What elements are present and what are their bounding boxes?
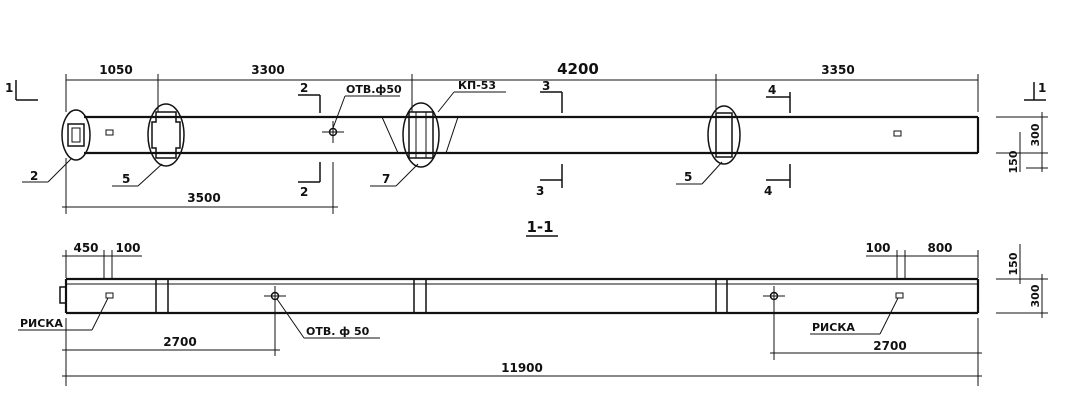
plan-dim-3300: 3300 <box>251 63 284 77</box>
elev-dim-100-left: 100 <box>115 241 140 255</box>
riska-right-label: РИСКА <box>812 321 855 334</box>
plan-dim-4200: 4200 <box>557 60 599 78</box>
hole-leader <box>332 95 346 129</box>
callout-2-label: 2 <box>30 169 38 183</box>
callout-5-right-label: 5 <box>684 170 692 184</box>
plan-dim-150: 150 <box>1007 150 1020 173</box>
callout-oval-7 <box>402 102 440 168</box>
lifting-loop-right <box>715 112 733 158</box>
callout-5-left-leader <box>137 163 163 187</box>
plan-view: 1050 3300 4200 3350 ОТВ.ф50 2 2 <box>5 60 1048 214</box>
plan-dim-3500: 3500 <box>187 191 220 205</box>
hole-label: ОТВ.ф50 <box>346 83 402 96</box>
callout-7-label: 7 <box>382 172 390 186</box>
plan-dim-3350: 3350 <box>821 63 854 77</box>
callout-5-right-leader <box>701 161 723 185</box>
riska-left-label: РИСКА <box>20 317 63 330</box>
riska-right-leader <box>879 297 899 335</box>
elev-dim-150: 150 <box>1007 252 1020 275</box>
elev-dim-2700-left: 2700 <box>163 335 196 349</box>
section-3-top-label: 3 <box>542 79 550 93</box>
elevation-view: 450 100 100 800 РИСКА <box>18 241 1048 386</box>
lifting-loop-left <box>151 111 181 159</box>
callout-5-left-label: 5 <box>122 172 130 186</box>
plan-mark-left <box>105 129 114 136</box>
elev-dim-450: 450 <box>73 241 98 255</box>
section-4-bottom-label: 4 <box>764 184 772 198</box>
elev-dim-2700-right: 2700 <box>873 339 906 353</box>
riska-left-leader <box>91 297 109 331</box>
section-2-bottom-label: 2 <box>300 185 308 199</box>
section-4-top-label: 4 <box>768 83 776 97</box>
plan-dim-1050: 1050 <box>99 63 132 77</box>
elev-mark-right <box>895 292 904 299</box>
elev-dim-300: 300 <box>1029 284 1042 307</box>
section-2-top-label: 2 <box>300 81 308 95</box>
elev-end-plate <box>59 286 67 304</box>
elev-dim-100-right: 100 <box>865 241 890 255</box>
elev-dim-800: 800 <box>927 241 952 255</box>
kp53-plate <box>408 111 434 159</box>
kp53-label: КП-53 <box>458 79 496 92</box>
callout-7-leader <box>395 163 419 187</box>
callout-oval-5-left <box>147 103 185 167</box>
callout-oval-2 <box>61 109 91 161</box>
section-1-left-label: 1 <box>5 81 13 95</box>
end-plate <box>67 123 85 147</box>
elev-hole-label: ОТВ. ф 50 <box>306 325 370 338</box>
plan-dim-300: 300 <box>1029 123 1042 146</box>
elev-dim-11900: 11900 <box>501 361 543 375</box>
section-1-right-label: 1 <box>1038 81 1046 95</box>
callout-2-leader <box>47 157 73 183</box>
end-plate-inner <box>71 127 81 143</box>
callout-oval-5-right <box>707 105 741 165</box>
plan-mark-right <box>893 130 902 137</box>
kp53-zone <box>381 116 459 154</box>
section-title: 1-1 <box>526 218 553 236</box>
kp53-leader <box>437 91 455 113</box>
section-3-bottom-label: 3 <box>536 184 544 198</box>
elev-mark-left <box>105 292 114 299</box>
elev-hole-leader <box>276 298 305 339</box>
